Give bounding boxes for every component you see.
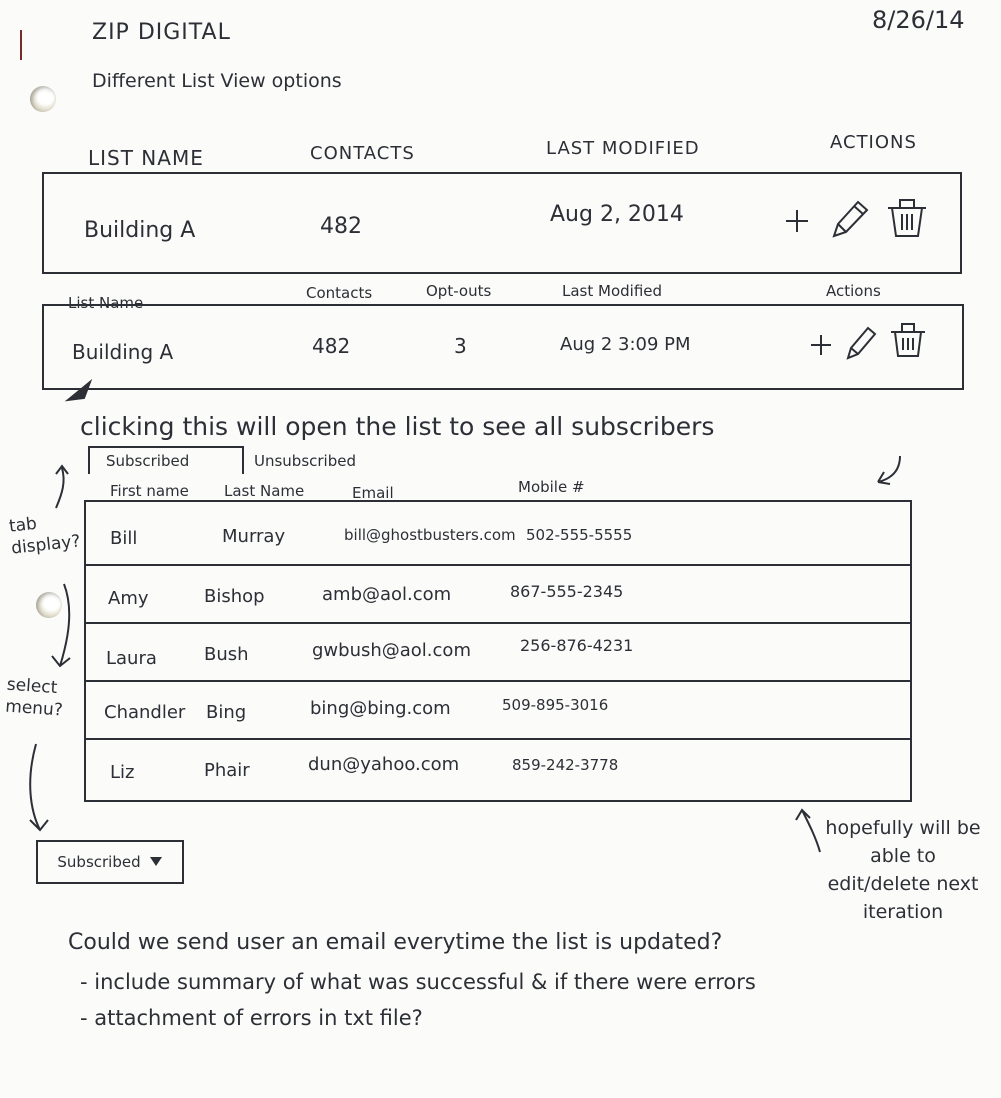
col-last-name: Last Name — [224, 482, 305, 500]
first-name-cell: Chandler — [104, 702, 186, 723]
edit-pencil-icon[interactable] — [826, 196, 872, 242]
list-name-value-2: Building A — [72, 340, 174, 364]
last-modified-value-2: Aug 2 3:09 PM — [560, 334, 691, 355]
col2-opt-outs: Opt-outs — [426, 282, 492, 300]
last-modified-value: Aug 2, 2014 — [550, 202, 684, 227]
last-name-cell: Bishop — [204, 586, 265, 607]
col-actions: ACTIONS — [830, 132, 917, 153]
add-icon-2[interactable] — [808, 332, 834, 358]
last-name-cell: Bush — [204, 644, 249, 665]
table-row[interactable]: Liz Phair dun@yahoo.com 859-242-3778 — [86, 740, 910, 798]
paper-margin-line — [20, 30, 22, 60]
tab-subscribed-label: Subscribed — [106, 452, 190, 470]
binder-hole-middle — [36, 592, 62, 618]
row-divider — [86, 622, 910, 624]
col-first-name: First name — [110, 482, 189, 500]
arrow-down-icon-2 — [20, 740, 60, 840]
col2-contacts: Contacts — [306, 284, 373, 302]
col2-last-modified: Last Modified — [562, 282, 663, 300]
arrow-down-icon — [48, 580, 78, 674]
corner-arrow-icon — [870, 452, 906, 492]
tab-unsubscribed[interactable]: Unsubscribed — [254, 452, 356, 470]
mobile-cell: 256-876-4231 — [520, 636, 634, 655]
select-menu-note: select menu? — [4, 674, 64, 721]
last-name-cell: Murray — [222, 526, 286, 547]
edit-pencil-icon-2[interactable] — [842, 322, 880, 362]
first-name-cell: Laura — [106, 648, 157, 669]
contacts-value-2: 482 — [312, 334, 351, 358]
pointer-arrow-icon — [64, 378, 94, 408]
add-icon[interactable] — [782, 206, 812, 236]
row-divider — [86, 738, 910, 740]
delete-trash-icon[interactable] — [882, 192, 932, 242]
delete-trash-icon-2[interactable] — [886, 318, 930, 362]
first-name-cell: Liz — [110, 762, 135, 783]
email-cell: bing@bing.com — [310, 698, 451, 719]
curved-arrow-up-icon — [48, 462, 78, 516]
last-name-cell: Bing — [206, 702, 247, 723]
mobile-cell: 859-242-3778 — [512, 756, 619, 774]
last-name-cell: Phair — [204, 760, 250, 781]
email-cell: dun@yahoo.com — [308, 754, 460, 775]
tab-subscribed[interactable]: Subscribed — [88, 446, 244, 474]
mobile-cell: 502-555-5555 — [526, 526, 633, 544]
list-row-option-2[interactable]: Building A 482 3 Aug 2 3:09 PM — [42, 304, 964, 390]
summary-note: - include summary of what was successful… — [80, 970, 756, 994]
dropdown-triangle-icon — [149, 853, 163, 871]
email-cell: bill@ghostbusters.com — [344, 526, 516, 544]
email-cell: amb@aol.com — [322, 584, 452, 605]
first-name-cell: Bill — [110, 528, 138, 549]
col-last-modified: LAST MODIFIED — [546, 138, 700, 159]
col-mobile: Mobile # — [518, 478, 585, 496]
col2-actions: Actions — [826, 282, 881, 300]
table-row[interactable]: Bill Murray bill@ghostbusters.com 502-55… — [86, 502, 910, 564]
binder-hole-top — [30, 86, 56, 112]
mobile-cell: 509-895-3016 — [502, 696, 609, 714]
brand-title: ZIP DIGITAL — [92, 20, 231, 45]
table-row[interactable]: Amy Bishop amb@aol.com 867-555-2345 — [86, 566, 910, 622]
col2-list-name: List Name — [68, 294, 144, 312]
click-annotation: clicking this will open the list to see … — [80, 412, 715, 441]
email-question-note: Could we send user an email everytime th… — [68, 930, 723, 955]
tab-display-note: tab display? — [7, 513, 82, 559]
first-name-cell: Amy — [108, 588, 149, 609]
col-contacts: CONTACTS — [310, 143, 415, 164]
attachment-note: - attachment of errors in txt file? — [80, 1006, 423, 1030]
list-row-option-1[interactable]: Building A 482 Aug 2, 2014 — [42, 172, 962, 274]
arrow-up-icon — [790, 804, 830, 860]
select-value: Subscribed — [57, 853, 141, 871]
subscription-select[interactable]: Subscribed — [36, 840, 184, 884]
sketch-date: 8/26/14 — [872, 6, 965, 34]
opt-outs-value: 3 — [454, 334, 467, 358]
contacts-value: 482 — [320, 214, 362, 239]
row-divider — [86, 680, 910, 682]
iteration-note: hopefully will be able to edit/delete ne… — [825, 817, 981, 923]
list-name-value: Building A — [84, 218, 196, 243]
mobile-cell: 867-555-2345 — [510, 582, 624, 601]
row-divider — [86, 564, 910, 566]
table-row[interactable]: Laura Bush gwbush@aol.com 256-876-4231 — [86, 624, 910, 680]
subscribers-table — [84, 500, 912, 802]
col-list-name: LIST NAME — [88, 146, 204, 170]
email-cell: gwbush@aol.com — [312, 640, 471, 661]
table-row[interactable]: Chandler Bing bing@bing.com 509-895-3016 — [86, 682, 910, 738]
page-subtitle: Different List View options — [92, 70, 342, 92]
col-email: Email — [352, 484, 394, 502]
